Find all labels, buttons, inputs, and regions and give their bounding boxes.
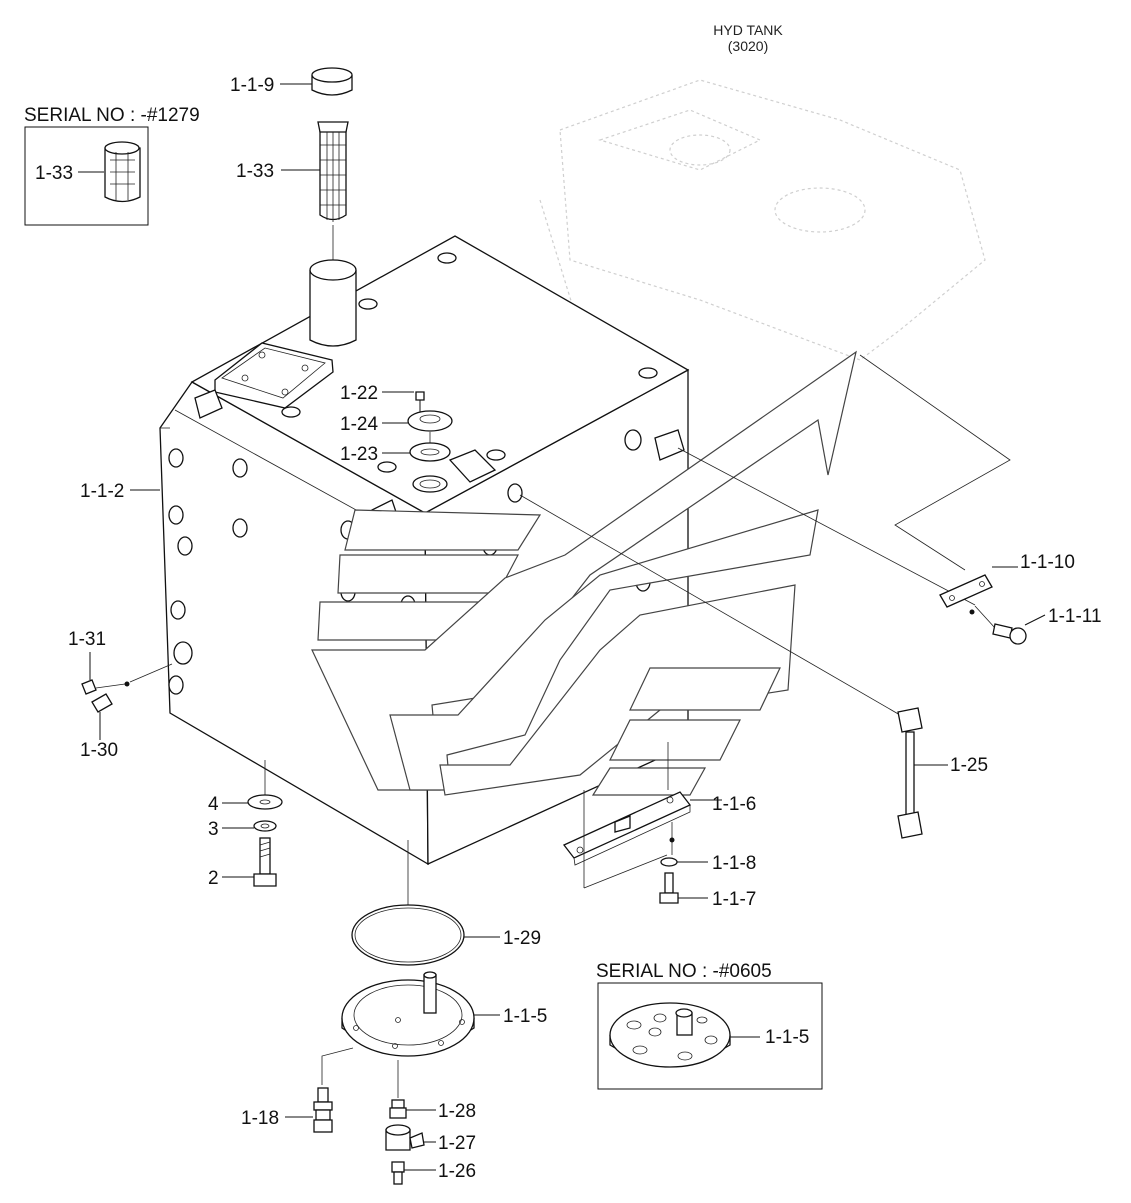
label-1-28: 1-28: [438, 1101, 476, 1122]
label-1-33: 1-33: [236, 161, 274, 182]
label-1-31: 1-31: [68, 629, 106, 650]
diagram-subtitle: (3020): [728, 38, 768, 54]
label-1-29: 1-29: [503, 928, 541, 949]
label-1-1-10: 1-1-10: [1020, 552, 1075, 573]
part-nipple-1-28: [389, 1099, 407, 1119]
label-1-1-5: 1-1-5: [503, 1006, 547, 1027]
cover-variant: [609, 1002, 731, 1068]
label-1-1-6: 1-1-6: [712, 794, 756, 815]
part-washer-4: [247, 794, 283, 810]
installation-arrows: [311, 350, 857, 796]
serial-box-1279: SERIAL NO : -#1279 1-33: [24, 105, 200, 226]
hydraulic-tank: [159, 235, 690, 866]
label-1-30: 1-30: [80, 740, 118, 761]
label-1-1-8: 1-1-8: [712, 853, 756, 874]
part-bolt-1-1-11: [992, 623, 1027, 645]
part-washer-3: [253, 820, 277, 832]
label-1-26: 1-26: [438, 1161, 476, 1182]
label-3: 3: [208, 819, 219, 840]
part-plate-1-1-6: [562, 791, 692, 866]
serial-label-0605: SERIAL NO : -#0605: [596, 961, 772, 982]
filter-element-small: [104, 141, 141, 203]
part-nipple-1-26: [391, 1161, 405, 1185]
label-2: 2: [208, 868, 219, 889]
part-bolt-1-22: [415, 391, 425, 412]
label-1-1-2: 1-1-2: [80, 481, 124, 502]
label-1-33-box: 1-33: [35, 163, 73, 184]
part-cover-1-1-5: [341, 971, 475, 1057]
label-1-1-11: 1-1-11: [1048, 606, 1102, 627]
serial-box-0605: SERIAL NO : -#0605 1-1-5: [596, 961, 823, 1090]
label-1-24: 1-24: [340, 414, 378, 435]
part-strainer: [317, 121, 349, 222]
label-1-27: 1-27: [438, 1133, 476, 1154]
part-valve-1-27: [385, 1124, 425, 1151]
part-bolt-1-1-7: [659, 872, 679, 904]
label-1-18: 1-18: [241, 1108, 279, 1129]
part-washer-1-1-8: [660, 857, 678, 867]
part-fitting-1-18: [313, 1087, 333, 1133]
label-1-1-5-box: 1-1-5: [765, 1027, 809, 1048]
background-machine-outline: [539, 79, 986, 361]
part-nipple-1-30: [91, 693, 113, 713]
label-1-1-7: 1-1-7: [712, 889, 756, 910]
label-1-22: 1-22: [340, 383, 378, 404]
part-plug-1-31: [81, 679, 97, 695]
part-level-gauge-1-25: [897, 707, 923, 839]
part-cap: [311, 67, 353, 96]
part-bolt-2: [253, 837, 277, 887]
part-bracket-1-1-10: [939, 574, 993, 608]
part-gasket-1-23: [409, 442, 451, 462]
label-1-1-9: 1-1-9: [230, 75, 274, 96]
label-4: 4: [208, 794, 219, 815]
serial-label-1279: SERIAL NO : -#1279: [24, 105, 200, 126]
label-1-23: 1-23: [340, 444, 378, 465]
part-flange-1-24: [407, 410, 453, 432]
label-1-25: 1-25: [950, 755, 988, 776]
diagram-title: HYD TANK: [713, 22, 783, 38]
part-o-ring-1-29: [351, 904, 465, 966]
